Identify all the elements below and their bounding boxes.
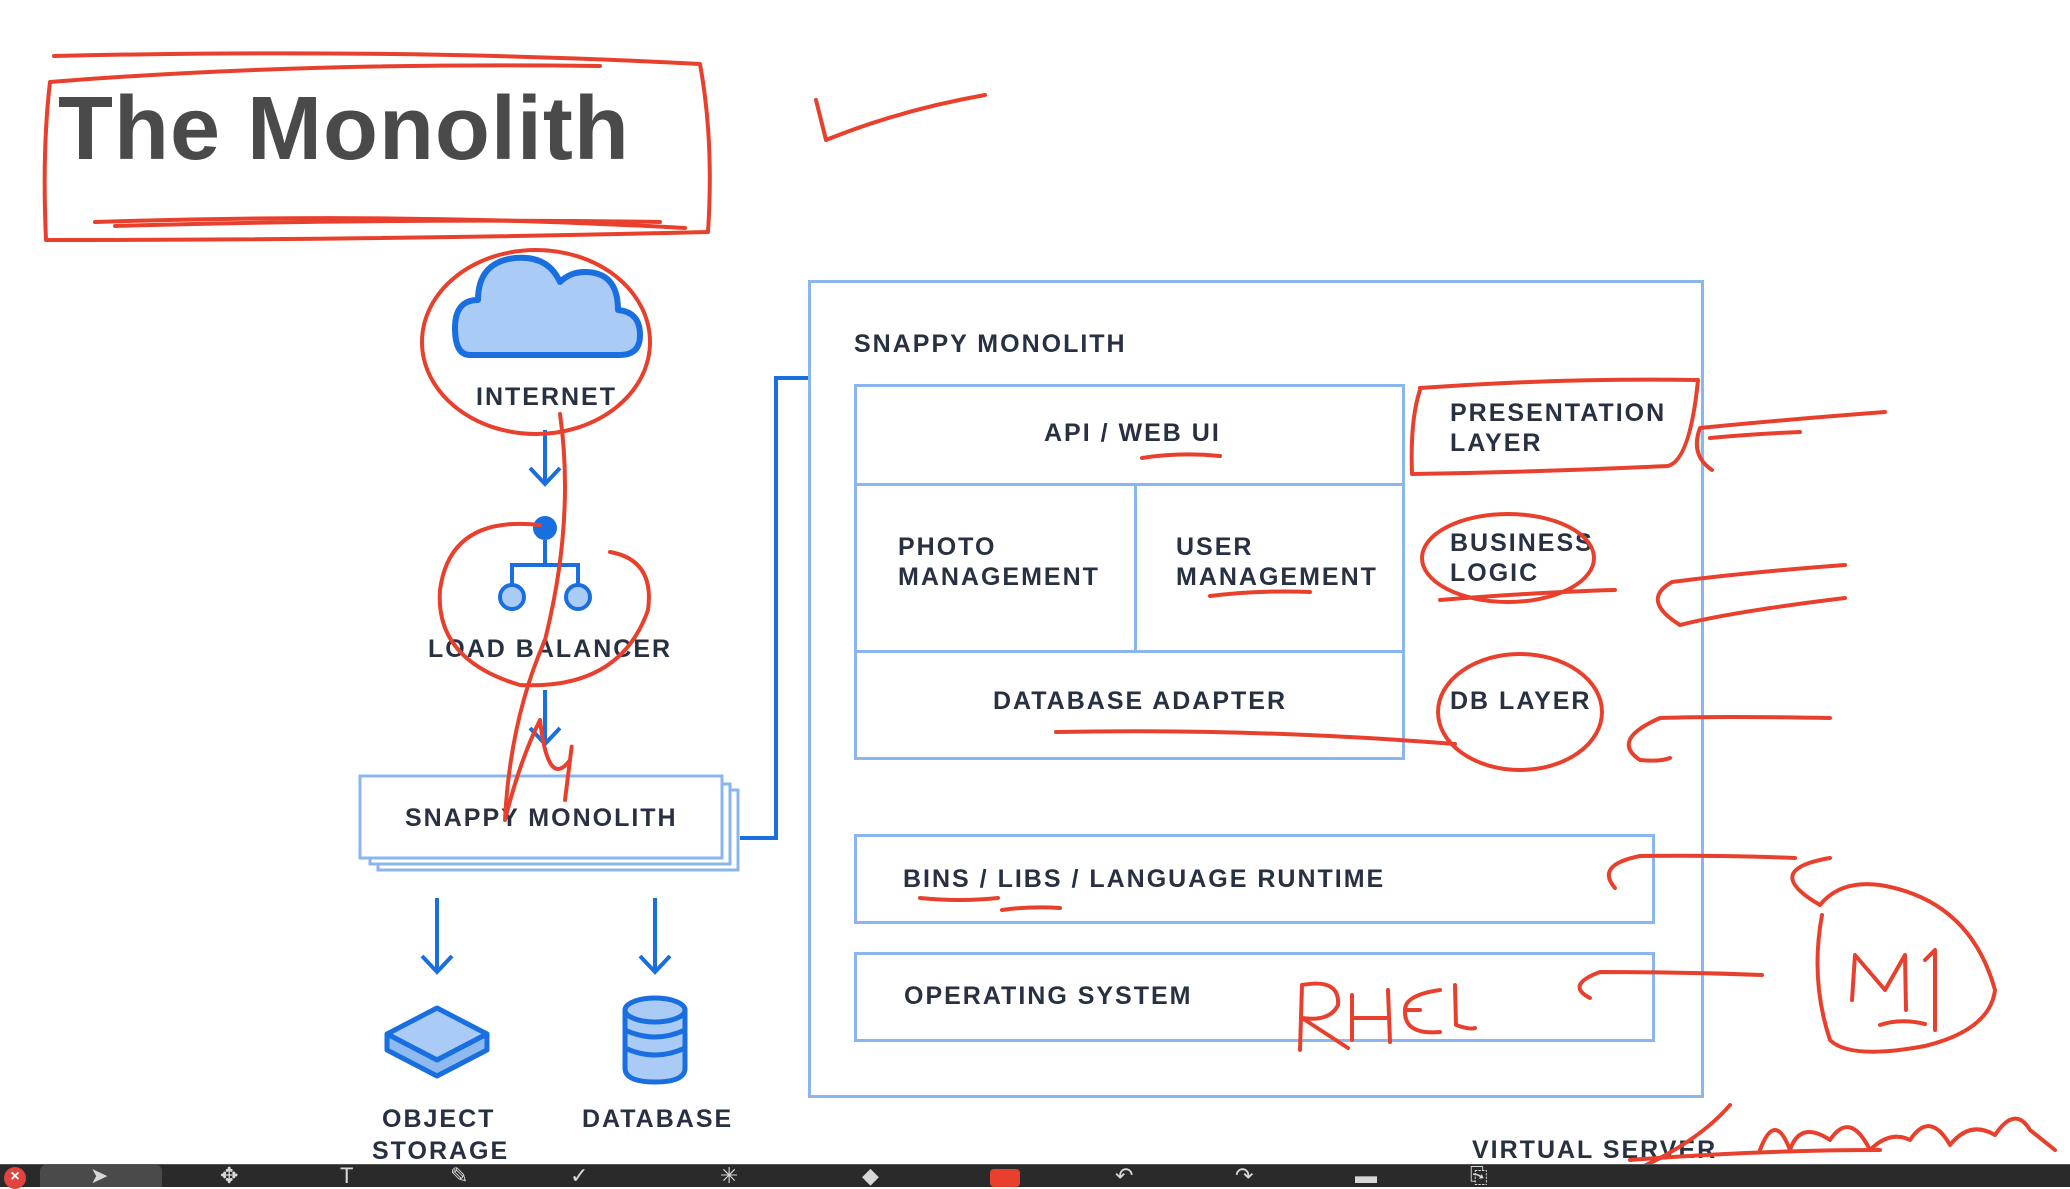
text-icon[interactable]: T xyxy=(340,1163,354,1188)
database-adapter-box xyxy=(854,650,1405,760)
annotation-checkmark xyxy=(814,93,987,142)
page-title: The Monolith xyxy=(58,79,630,179)
check-icon[interactable]: ✓ xyxy=(570,1163,589,1188)
arrow-down-icon xyxy=(528,430,562,487)
runtime-label: BINS / LIBS / LANGUAGE RUNTIME xyxy=(903,865,1386,893)
photo-label-line2: MANAGEMENT xyxy=(898,563,1100,591)
annotation-presentation-box xyxy=(1409,377,1700,476)
api-label: API / WEB UI xyxy=(1044,419,1221,447)
annotation-arrow xyxy=(1695,410,1887,472)
annotation-toolbar: × ➤ ✥ T ✎ ✓ ✳ ◆ ↶ ↷ ▬ ⎘ xyxy=(0,1163,2070,1189)
photo-label-line1: PHOTO xyxy=(898,533,997,561)
cloud-icon xyxy=(452,254,643,358)
save-icon[interactable]: ⎘ xyxy=(1470,1163,1488,1188)
presentation-layer-line2: LAYER xyxy=(1450,429,1543,457)
annotation-title-box xyxy=(42,51,712,242)
redo-icon[interactable]: ↷ xyxy=(1235,1163,1254,1188)
os-label: OPERATING SYSTEM xyxy=(904,982,1193,1010)
spotlight-icon[interactable]: ✳ xyxy=(720,1163,739,1188)
business-logic-line1: BUSINESS xyxy=(1450,529,1594,557)
internet-label: INTERNET xyxy=(476,383,617,411)
annotation-physical xyxy=(1638,1103,2057,1170)
close-icon[interactable]: × xyxy=(4,1167,26,1189)
annotation-arrow xyxy=(1577,970,1764,1000)
eraser-icon[interactable]: ◆ xyxy=(862,1163,879,1188)
annotation-m1-box xyxy=(1790,856,1997,1054)
server-heading: SNAPPY MONOLITH xyxy=(854,330,1127,358)
annotation-rhel xyxy=(1298,981,1477,1052)
annotation-arrow xyxy=(1655,563,1847,627)
arrow-down-icon xyxy=(638,898,672,975)
trash-icon[interactable]: ▬ xyxy=(1355,1163,1377,1188)
database-adapter-label: DATABASE ADAPTER xyxy=(993,687,1288,715)
arrow-down-icon xyxy=(420,898,454,975)
user-label-line1: USER xyxy=(1176,533,1254,561)
database-label: DATABASE xyxy=(582,1105,734,1133)
presentation-layer-line1: PRESENTATION xyxy=(1450,399,1667,427)
object-storage-label-line1: OBJECT xyxy=(382,1105,496,1133)
database-icon xyxy=(622,995,688,1085)
os-box xyxy=(854,952,1655,1042)
undo-icon[interactable]: ↶ xyxy=(1115,1163,1134,1188)
toolbar-selected-tab[interactable] xyxy=(40,1165,162,1187)
object-storage-icon xyxy=(384,1005,490,1079)
annotation-m1 xyxy=(1850,948,1937,1032)
user-label-line2: MANAGEMENT xyxy=(1176,563,1378,591)
load-balancer-icon xyxy=(498,516,592,611)
pen-icon[interactable]: ✎ xyxy=(450,1163,469,1188)
annotation-arrow xyxy=(1606,853,1797,890)
object-storage-label-line2: STORAGE xyxy=(372,1137,510,1165)
business-logic-line2: LOGIC xyxy=(1450,559,1540,587)
annotation-arrow xyxy=(1626,715,1832,763)
move-icon[interactable]: ✥ xyxy=(220,1163,239,1188)
runtime-box xyxy=(854,834,1655,924)
virtual-server-box xyxy=(808,280,1704,1098)
pointer-icon[interactable]: ➤ xyxy=(90,1163,109,1188)
monolith-node-label: SNAPPY MONOLITH xyxy=(405,804,678,832)
db-layer-label: DB LAYER xyxy=(1450,687,1592,715)
color-icon[interactable] xyxy=(990,1169,1020,1187)
